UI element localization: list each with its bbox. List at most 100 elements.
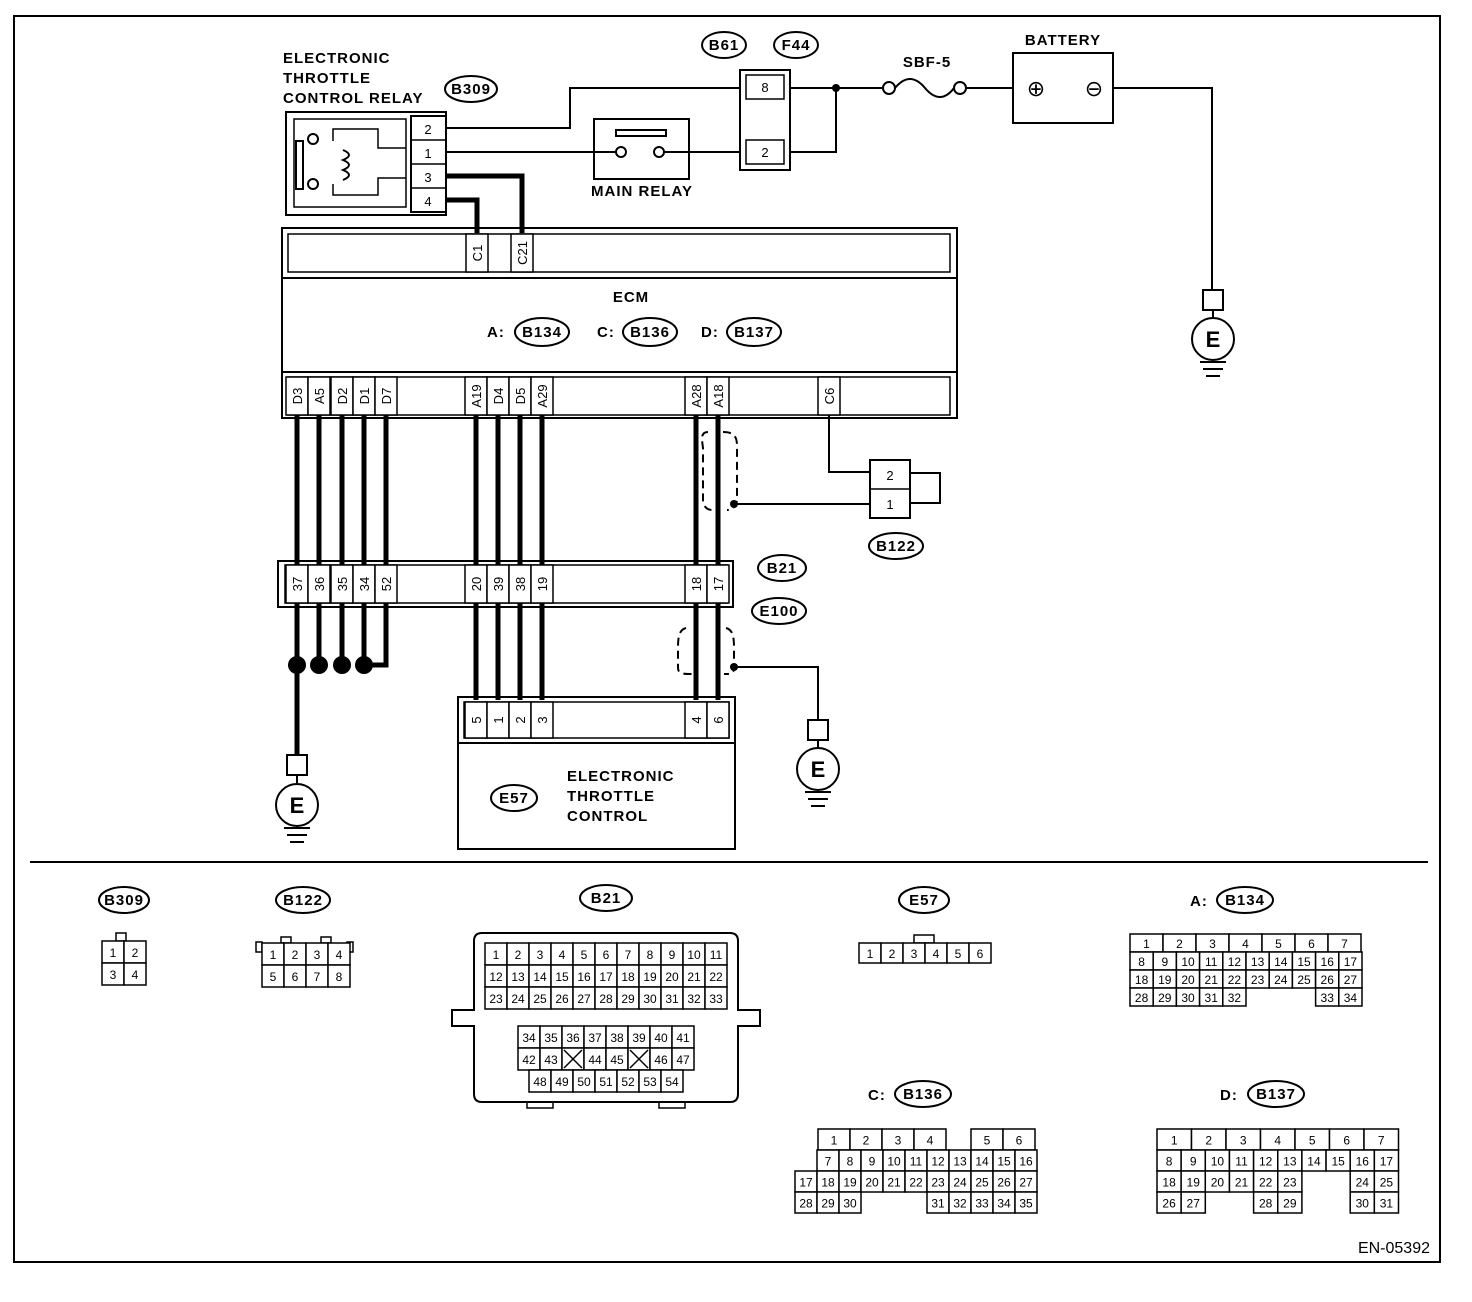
fuse-connector: B61 F44 8 2 (701, 31, 819, 171)
connector-cell-label: 1 (110, 946, 117, 960)
connector-cell-label: 16 (1321, 955, 1335, 969)
throttle-pin-label: 3 (535, 716, 550, 723)
connector-cell-label: 12 (1228, 955, 1242, 969)
connector-cell: 34 (1338, 987, 1363, 1007)
lower-harness-wires (294, 603, 721, 755)
throttle-tag: E57 (499, 790, 529, 807)
connector-cell-label: 3 (895, 1134, 902, 1148)
relay-pin: 3 (424, 170, 431, 185)
connector-cell-label: 10 (1211, 1155, 1225, 1169)
connector-cell: 26 (1314, 969, 1340, 989)
connector-cell: 18 (1156, 1170, 1182, 1193)
ecm-pin-label: A29 (535, 384, 550, 407)
connector-cell: 12 (926, 1149, 950, 1172)
connector-cell: 50 (572, 1069, 596, 1093)
connector-cell-label: 21 (1235, 1176, 1249, 1190)
connector-cell: 31 (1198, 987, 1224, 1007)
relay-title-line1: ELECTRONIC (283, 50, 391, 67)
connector-cell: 22 (904, 1170, 928, 1193)
connector-cell-label: 36 (566, 1031, 580, 1045)
connector-cell: 17 (1373, 1149, 1400, 1172)
connector-cell: 3 (881, 1128, 915, 1151)
ground-label: E (1206, 327, 1221, 352)
connector-cell-label: 2 (889, 947, 896, 961)
connector-cell: 5 (970, 1128, 1004, 1151)
connector-cell-label: 22 (1259, 1176, 1273, 1190)
connector-cell-label: 18 (1162, 1176, 1176, 1190)
connector-cell: 18 (616, 964, 640, 988)
connector-cell-label: 25 (975, 1176, 989, 1190)
connector-cell-label: 17 (599, 970, 613, 984)
connector-cell: 51 (594, 1069, 618, 1093)
figure-code: EN-05392 (1358, 1240, 1430, 1257)
main-relay: MAIN RELAY (591, 118, 692, 200)
shield-wire (677, 627, 819, 720)
connector-cell-label: 35 (544, 1031, 558, 1045)
connector-cell-label: 39 (632, 1031, 646, 1045)
connector-cell-label: 1 (1143, 937, 1150, 951)
relay-to-ecm-wires (446, 173, 525, 233)
b134-tag-oval (1216, 886, 1274, 914)
ecm-pin-label: D2 (335, 388, 350, 405)
connector-cell: 54 (660, 1069, 684, 1093)
b122-connector: 2 1 B122 (868, 459, 941, 560)
ecm-pin-label: A18 (711, 384, 726, 407)
connector-cell: 12 (484, 964, 508, 988)
connector-cell: 27 (1014, 1170, 1038, 1193)
connector-cell: 3 (305, 942, 329, 966)
connector-cell-label: 6 (603, 948, 610, 962)
connector-prefix: C: (868, 1087, 886, 1104)
battery: BATTERY ⊕ ⊖ (1012, 32, 1114, 124)
connector-cell: 11 (904, 1149, 928, 1172)
connector-cell: 31 (1373, 1191, 1400, 1214)
connector-cell-label: 3 (110, 968, 117, 982)
connector-cell-label: 49 (555, 1075, 569, 1089)
connector-cell: 9 (860, 1149, 884, 1172)
connector-cell-label: 11 (910, 1155, 923, 1169)
ecm-connector-prefix: D: (701, 324, 719, 341)
ecm-pin: D2 (330, 376, 354, 416)
connector-cell-label: 5 (955, 947, 962, 961)
connector-cell: 12 (1252, 1149, 1279, 1172)
connector-cell: 29 (1277, 1191, 1303, 1214)
ecm-pin-label: A28 (689, 384, 704, 407)
connector-cell-label: 22 (909, 1176, 923, 1190)
connector-cell: 1 (1156, 1128, 1193, 1151)
connector-cell-label: 25 (533, 992, 547, 1006)
connector-cell-label: 7 (314, 970, 321, 984)
connector-cell: 17 (794, 1170, 818, 1193)
connector-cell: 13 (1277, 1149, 1303, 1172)
connector-cell-label: 1 (831, 1134, 838, 1148)
fuse-pin: 2 (761, 145, 768, 160)
connector-cell-label: 48 (533, 1075, 547, 1089)
b309-tag-oval (98, 886, 150, 914)
connector-cell-label: 40 (654, 1031, 668, 1045)
connector-cell: 6 (594, 942, 618, 966)
connector-cell-label: 42 (522, 1053, 536, 1067)
fuse-label: SBF-5 (903, 54, 951, 71)
connector-cell: 2 (1162, 933, 1197, 953)
connector-cell-label: 5 (1309, 1134, 1316, 1148)
connector-cell: 36 (561, 1025, 585, 1049)
ecm-pin-label: D7 (379, 388, 394, 405)
connector-cell: 30 (1349, 1191, 1376, 1214)
connector-cell-label: 32 (953, 1197, 967, 1211)
connector-cell-label: 18 (821, 1176, 835, 1190)
throttle-pin-label: 5 (469, 716, 484, 723)
joint-pin: 34 (352, 564, 376, 604)
connector-cell-label: 8 (336, 970, 343, 984)
connector-cell-label: 53 (643, 1075, 657, 1089)
connector-cell: 4 (1259, 1128, 1296, 1151)
connector-cell-label: 26 (1162, 1197, 1176, 1211)
joint-pin-label: 39 (491, 577, 506, 591)
connector-cell-label: 14 (533, 970, 547, 984)
joint-pin-label: 35 (335, 577, 350, 591)
joint-pin: 39 (486, 564, 510, 604)
ecm-pin-label: A19 (469, 384, 484, 407)
connector-cell: 49 (550, 1069, 574, 1093)
connector-cell-label: 3 (1209, 937, 1216, 951)
connector-cell: 42 (517, 1047, 541, 1071)
connector-cell-label: 14 (1274, 955, 1288, 969)
connector-cell: 30 (638, 986, 662, 1010)
